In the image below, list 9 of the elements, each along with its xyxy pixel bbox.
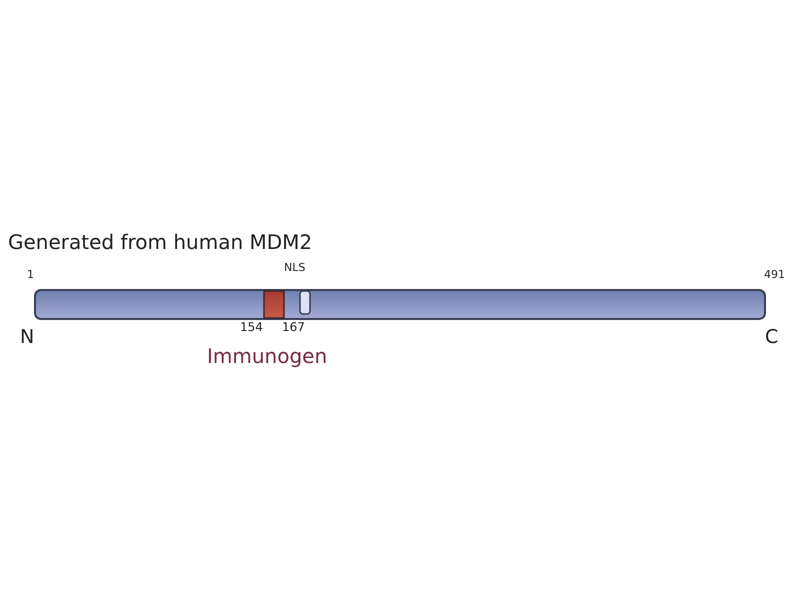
terminus-label: C (765, 326, 778, 348)
residue-number: 1 (27, 268, 34, 281)
title: Generated from human MDM2 (8, 230, 312, 254)
terminus-label: N (20, 326, 34, 348)
residue-number: NLS (284, 261, 306, 274)
residue-number: 167 (282, 320, 305, 334)
residue-number: 491 (764, 268, 785, 281)
residue-number: 154 (240, 320, 263, 334)
region-label: Immunogen (207, 344, 328, 368)
